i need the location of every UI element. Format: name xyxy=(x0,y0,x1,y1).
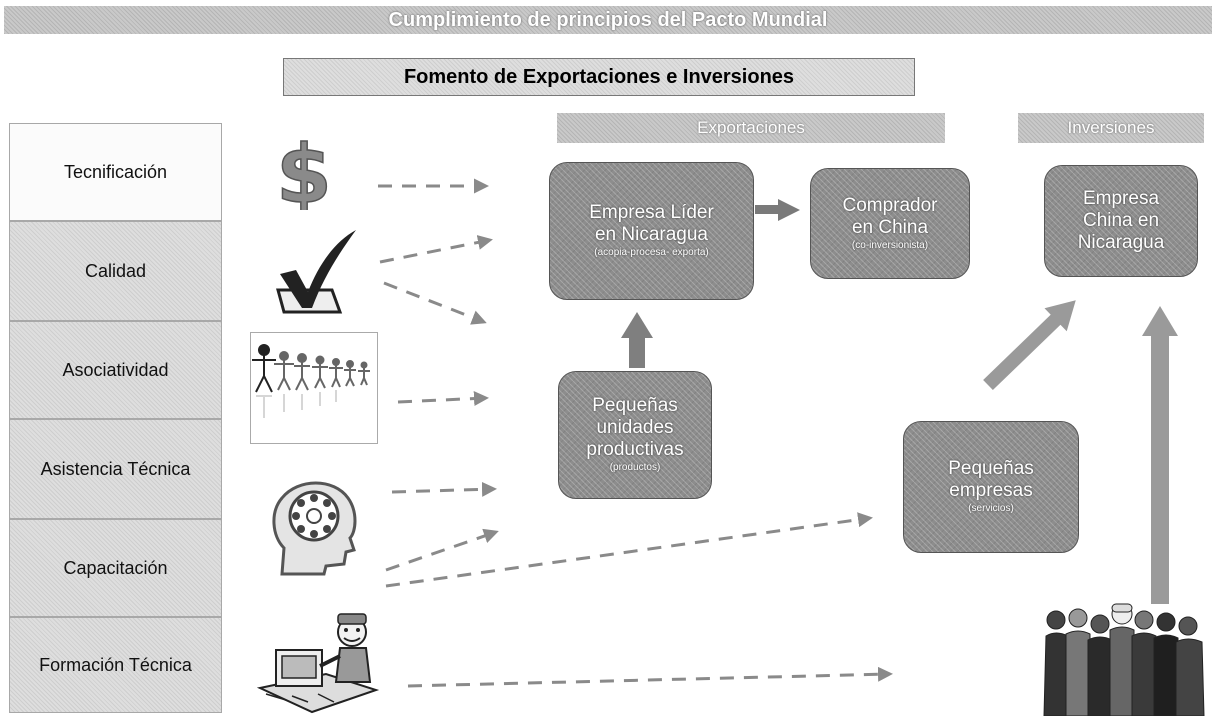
dashed-arrow xyxy=(383,281,487,325)
left-cell-asistencia-tecnica: Asistencia Técnica xyxy=(9,419,222,519)
left-cell-label: Asistencia Técnica xyxy=(40,458,191,479)
box-line: Empresa Líder xyxy=(589,202,714,223)
vertical-arrow-workers-to-chinese xyxy=(1142,306,1178,604)
lead-company-box: Empresa Líder en Nicaragua (acopia-proce… xyxy=(549,162,754,300)
box-note: (acopia-procesa- exporta) xyxy=(594,247,709,258)
dashed-arrow xyxy=(385,512,873,588)
box-line: Pequeñas xyxy=(948,458,1034,479)
box-line: en Nicaragua xyxy=(594,224,709,245)
svg-text:$: $ xyxy=(276,134,332,210)
left-cell-label: Capacitación xyxy=(63,557,168,578)
dashed-arrow xyxy=(397,391,489,407)
small-companies-box: Pequeñas empresas (servicios) xyxy=(903,421,1079,553)
chinese-company-box: Empresa China en Nicaragua xyxy=(1044,165,1198,277)
exports-header: Exportaciones xyxy=(557,113,945,143)
left-cell-formacion-tecnica: Formación Técnica xyxy=(9,617,222,713)
page-title-banner: Cumplimiento de principios del Pacto Mun… xyxy=(4,6,1212,34)
box-line: productivas xyxy=(586,439,684,460)
left-cell-calidad: Calidad xyxy=(9,221,222,321)
box-line: Comprador xyxy=(842,194,938,216)
exports-header-label: Exportaciones xyxy=(697,118,805,137)
up-arrow-units-to-lead xyxy=(621,312,653,368)
box-line: unidades xyxy=(596,417,674,438)
box-line: Nicaragua xyxy=(1077,232,1165,253)
box-line: en China xyxy=(851,216,929,238)
small-units-box: Pequeñas unidades productivas (productos… xyxy=(558,371,712,499)
box-line: Empresa xyxy=(1082,188,1160,209)
left-cell-tecnificacion: Tecnificación xyxy=(9,123,222,221)
dashed-arrow xyxy=(379,234,493,264)
dollar-icon: $ xyxy=(275,134,332,210)
investments-header-label: Inversiones xyxy=(1067,118,1155,137)
left-cell-label: Tecnificación xyxy=(63,161,168,182)
box-line: China en xyxy=(1082,210,1160,231)
left-cell-label: Formación Técnica xyxy=(39,654,192,675)
checkmark-icon xyxy=(276,230,356,314)
workers-group-icon xyxy=(1043,603,1205,716)
investments-header: Inversiones xyxy=(1018,113,1204,143)
box-note: (productos) xyxy=(609,462,661,473)
box-line: Pequeñas xyxy=(592,395,678,416)
box-line: empresas xyxy=(949,480,1033,501)
left-cell-label: Calidad xyxy=(84,260,147,281)
box-note: (co-inversionista) xyxy=(851,239,929,251)
people-chain-icon xyxy=(250,332,378,444)
buyer-china-box: Comprador en China (co-inversionista) xyxy=(810,168,970,279)
page-title: Cumplimiento de principios del Pacto Mun… xyxy=(388,8,828,31)
left-cell-asociatividad: Asociatividad xyxy=(9,321,222,419)
brain-gear-icon xyxy=(272,481,357,576)
box-note: (servicios) xyxy=(968,503,1014,514)
left-cell-label: Asociatividad xyxy=(62,359,169,380)
left-cell-capacitacion: Capacitación xyxy=(9,519,222,617)
dashed-arrow xyxy=(385,528,499,572)
diagonal-arrow-companies-to-chinese xyxy=(983,300,1076,391)
technician-icon xyxy=(256,613,380,714)
subtitle-banner: Fomento de Exportaciones e Inversiones xyxy=(283,58,915,96)
dashed-arrow xyxy=(391,481,497,497)
dashed-arrow xyxy=(407,666,893,688)
solid-arrow-lead-to-buyer xyxy=(755,199,800,221)
page-subtitle: Fomento de Exportaciones e Inversiones xyxy=(403,65,795,88)
